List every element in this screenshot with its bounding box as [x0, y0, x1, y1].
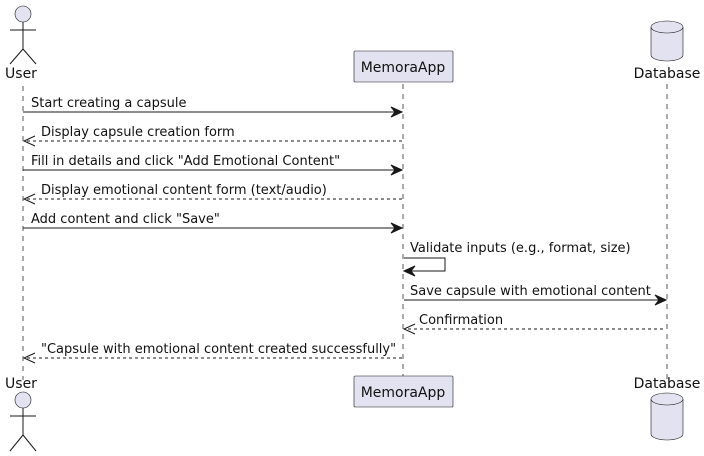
actor-icon	[9, 5, 37, 65]
message-5: Add content and click "Save"	[23, 212, 404, 234]
actor-icon	[9, 391, 37, 452]
user-actor-bottom: User	[5, 376, 37, 452]
message-7: Save capsule with emotional content	[404, 284, 668, 306]
message-8: Confirmation	[402, 313, 666, 335]
participant-label-database: Database	[634, 66, 701, 82]
arrow-left-icon	[402, 323, 416, 335]
database-participant-top: Database	[634, 20, 701, 82]
message-label: Validate inputs (e.g., format, size)	[410, 241, 631, 256]
arrow-left-icon	[22, 352, 36, 364]
message-label: Start creating a capsule	[31, 96, 186, 111]
message-6-self: Validate inputs (e.g., format, size)	[402, 241, 631, 277]
arrow-right-icon	[390, 106, 404, 118]
arrow-right-icon	[390, 222, 404, 234]
message-9: "Capsule with emotional content created …	[22, 342, 402, 364]
message-label: Confirmation	[419, 313, 503, 328]
arrow-left-icon	[22, 193, 36, 205]
message-label: Add content and click "Save"	[31, 212, 220, 227]
arrow-right-icon	[390, 164, 404, 176]
participant-box	[353, 375, 454, 408]
message-1: Start creating a capsule	[23, 96, 404, 118]
participant-label-user: User	[5, 376, 37, 392]
message-label: Display capsule creation form	[41, 125, 235, 140]
memoraapp-participant-top: MemoraApp	[353, 50, 454, 83]
arrow-left-icon	[22, 135, 36, 147]
participant-box	[353, 50, 454, 83]
database-icon	[650, 392, 684, 441]
participant-label-memoraapp: MemoraApp	[361, 60, 446, 76]
memoraapp-participant-bottom: MemoraApp	[353, 375, 454, 408]
message-label: Fill in details and click "Add Emotional…	[31, 154, 340, 169]
message-2: Display capsule creation form	[22, 125, 402, 147]
database-participant-bottom: Database	[634, 376, 701, 441]
message-label: "Capsule with emotional content created …	[41, 342, 396, 357]
user-actor-top: User	[5, 5, 37, 82]
database-icon	[650, 20, 684, 62]
arrow-right-icon	[654, 294, 668, 306]
message-3: Fill in details and click "Add Emotional…	[23, 154, 404, 176]
participant-label-user: User	[5, 66, 37, 82]
participant-label-database: Database	[634, 376, 701, 392]
message-label: Save capsule with emotional content	[410, 284, 651, 299]
participant-label-memoraapp: MemoraApp	[361, 385, 446, 401]
message-4: Display emotional content form (text/aud…	[22, 183, 402, 205]
message-label: Display emotional content form (text/aud…	[41, 183, 327, 198]
arrow-left-icon	[402, 265, 416, 277]
